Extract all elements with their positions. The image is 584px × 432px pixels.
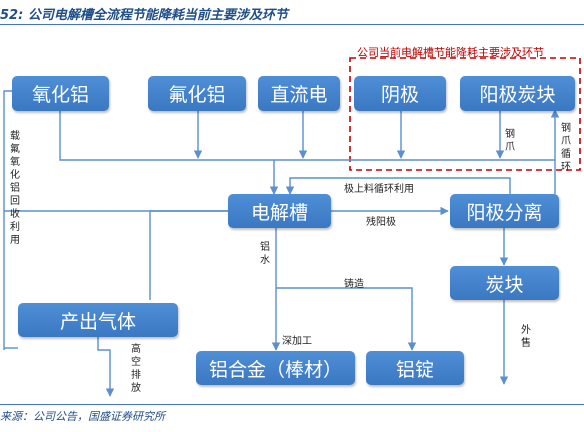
node-ingot: 铝锭 bbox=[366, 351, 464, 385]
highlight-region bbox=[349, 57, 581, 171]
label-steel-claw: 钢爪 bbox=[505, 129, 515, 153]
node-alumina: 氧化铝 bbox=[12, 76, 109, 111]
label-steel-claw-cycle: 钢爪循环 bbox=[561, 123, 571, 173]
node-fluoride: 氟化铝 bbox=[148, 76, 246, 111]
node-exhaust-gas: 产出气体 bbox=[18, 303, 178, 337]
label-residual-anode: 残阳极 bbox=[366, 217, 396, 228]
footer-divider bbox=[0, 404, 584, 405]
node-cathode: 阴极 bbox=[354, 76, 446, 111]
source-note: 来源：公司公告，国盛证券研究所 bbox=[0, 410, 165, 423]
label-casting: 铸造 bbox=[344, 279, 364, 290]
label-deep-processing: 深加工 bbox=[282, 336, 312, 347]
node-anode-carbon: 阳极炭块 bbox=[460, 76, 575, 111]
figure-title: 52: 公司电解槽全流程节能降耗当前主要涉及环节 bbox=[0, 8, 288, 23]
node-carbon-block: 炭块 bbox=[450, 266, 559, 300]
node-cell: 电解槽 bbox=[228, 194, 331, 228]
highlight-label: 公司当前电解槽节能降耗主要涉及环节 bbox=[357, 46, 544, 59]
label-molten-al: 铝水 bbox=[260, 242, 270, 266]
node-dc-power: 直流电 bbox=[258, 76, 340, 111]
label-recovery: 载氟氧化铝回收利用 bbox=[10, 131, 20, 246]
title-divider bbox=[0, 24, 584, 25]
label-outsourced: 外售 bbox=[521, 325, 531, 349]
node-anode-separation: 阳极分离 bbox=[450, 194, 559, 228]
label-anode-loading: 极上料循环利用 bbox=[344, 184, 414, 195]
label-high-altitude: 高空排放 bbox=[131, 344, 141, 394]
node-alloy: 铝合金（棒材） bbox=[196, 351, 355, 385]
